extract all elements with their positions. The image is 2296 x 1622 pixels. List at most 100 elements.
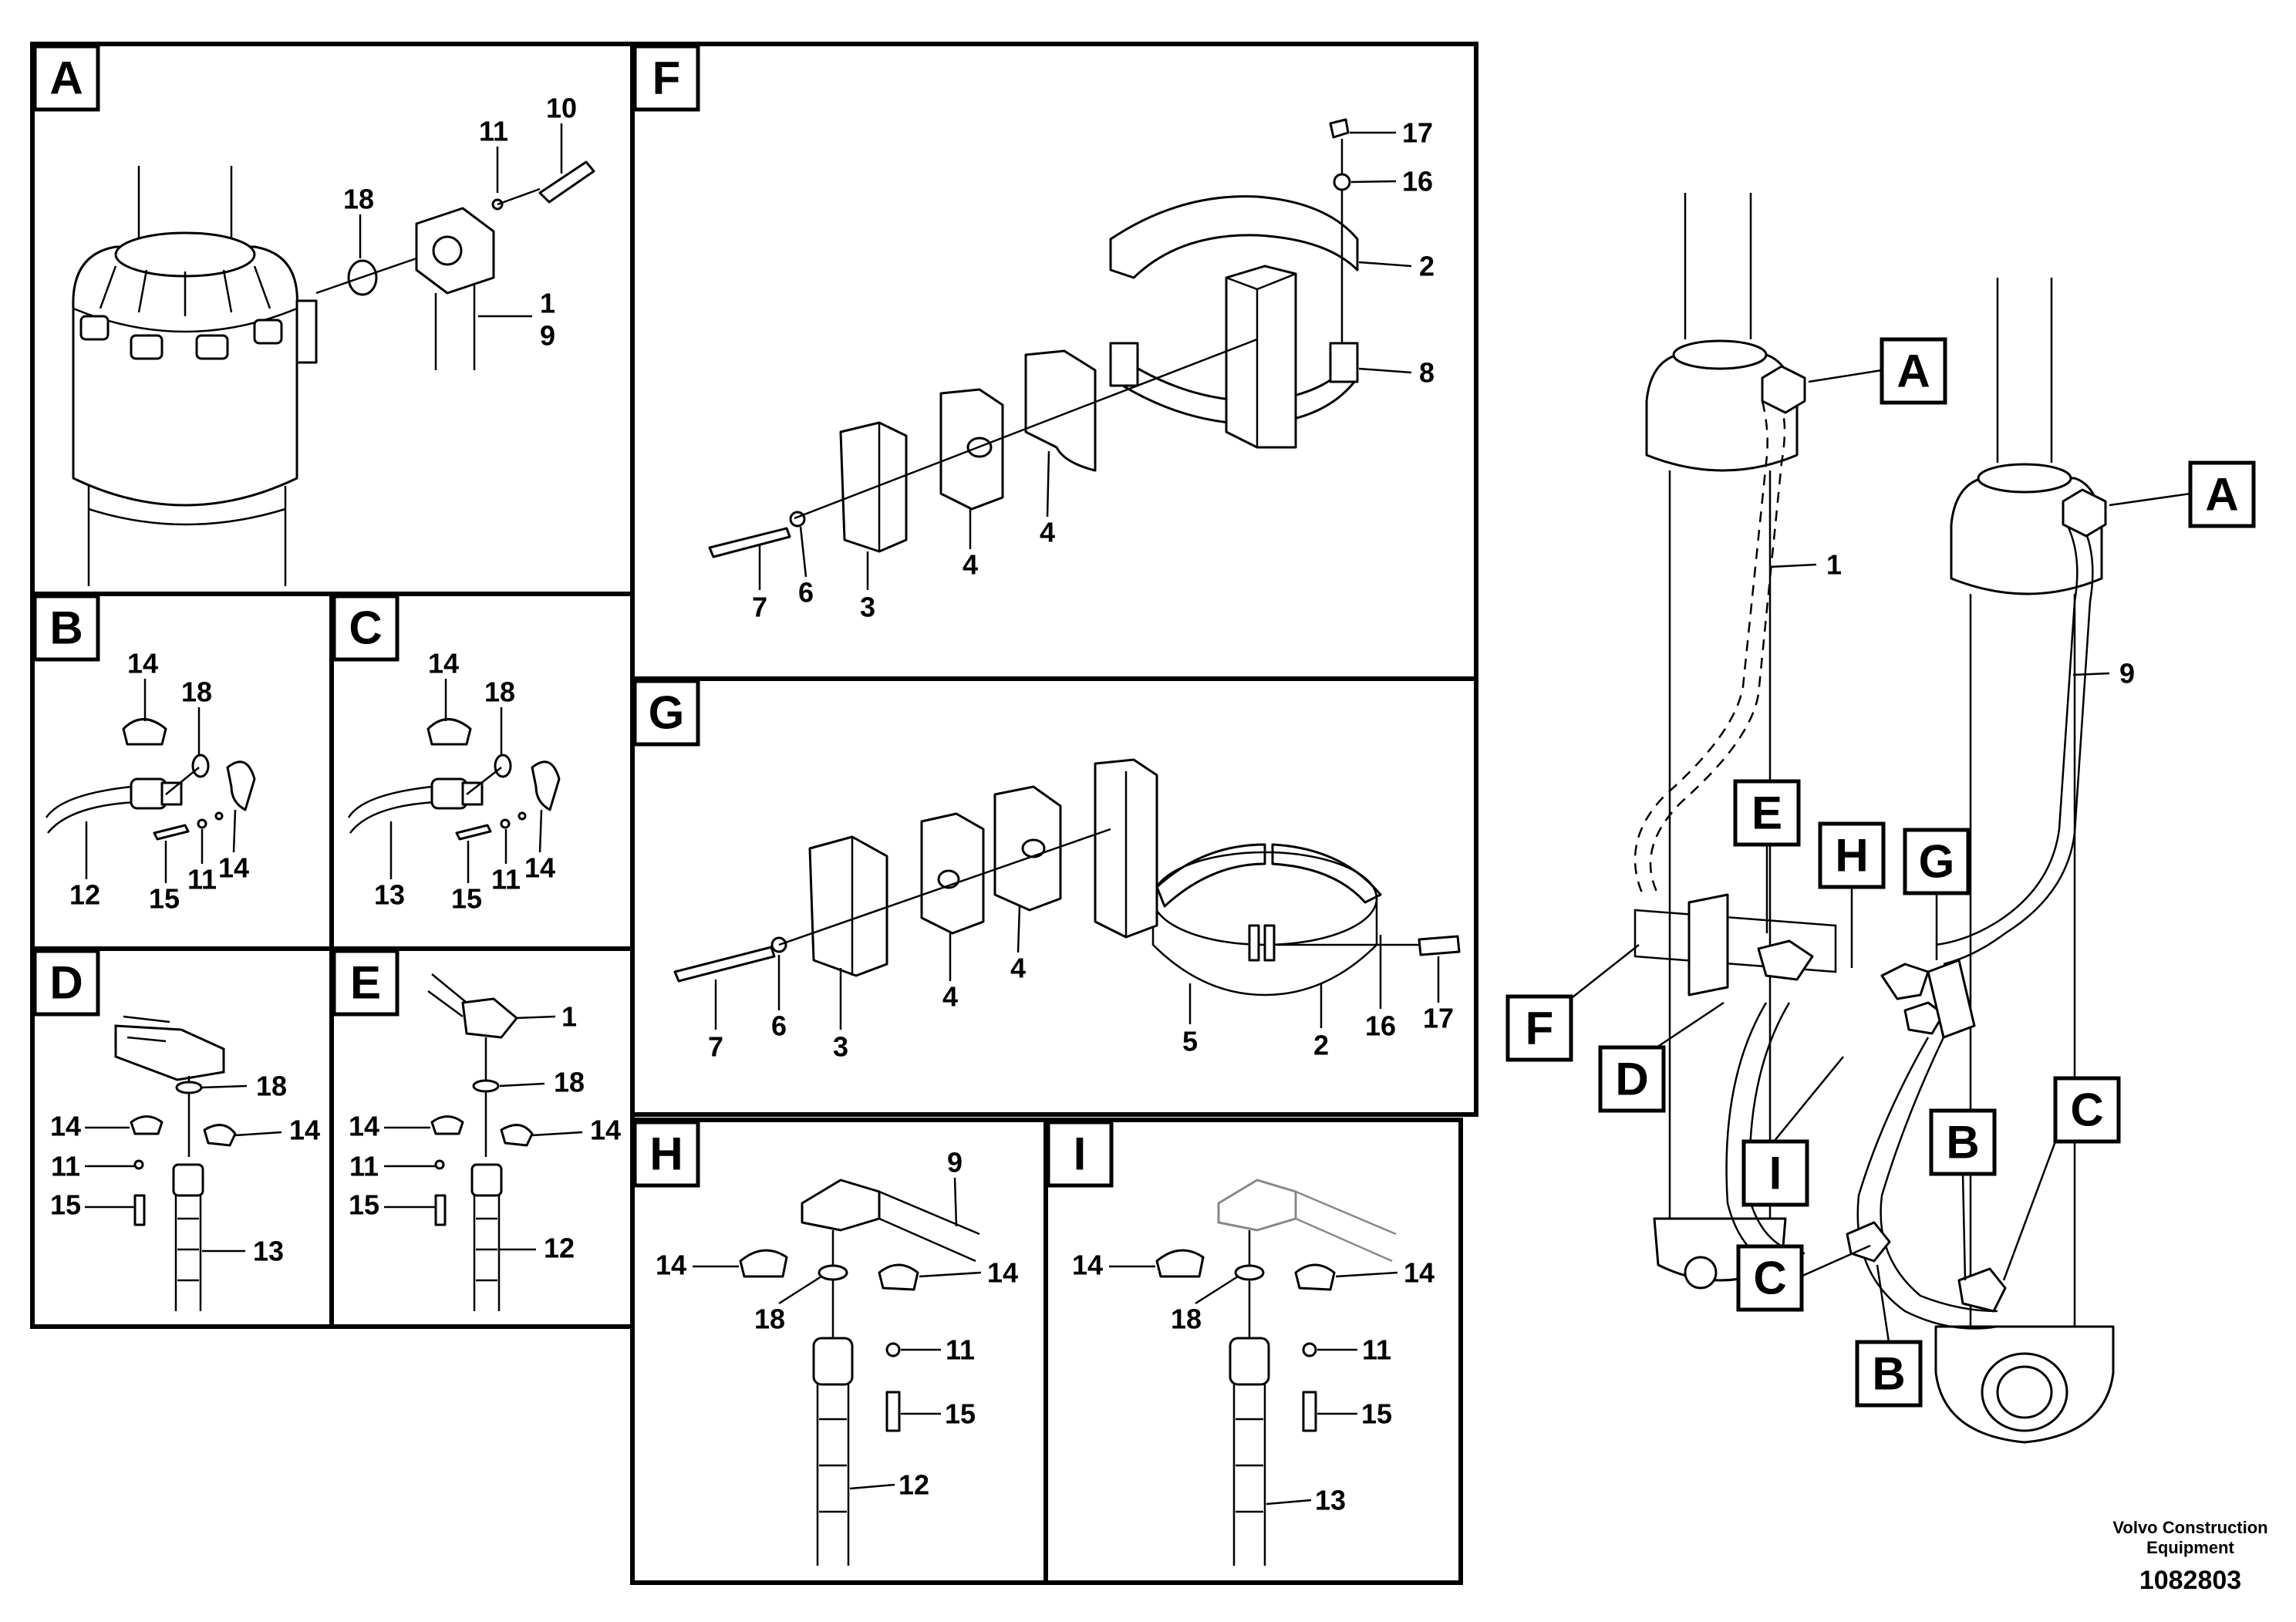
figure-number: 1082803 <box>2139 1566 2241 1595</box>
panel-g-frame <box>630 676 1478 1117</box>
overview-callout-a1: A <box>1808 337 1947 405</box>
callout-4b: 4 <box>1010 953 1026 984</box>
callout-4b: 4 <box>1040 517 1055 548</box>
callout-3: 3 <box>833 1031 848 1063</box>
svg-text:F: F <box>1526 1003 1554 1054</box>
callout-7: 7 <box>752 592 767 623</box>
svg-text:B: B <box>1872 1348 1905 1400</box>
callout-16: 16 <box>1402 166 1433 197</box>
callout-11: 11 <box>491 864 521 895</box>
panel-i-frame <box>1043 1118 1463 1585</box>
callout-2: 2 <box>1313 1030 1329 1061</box>
panel-i-labels: 14 14 18 11 15 13 <box>1072 1249 1435 1516</box>
callout-18: 18 <box>484 676 515 708</box>
svg-text:C: C <box>1753 1253 1786 1304</box>
callout-18: 18 <box>1171 1303 1202 1335</box>
callout-15: 15 <box>1361 1398 1392 1430</box>
callout-18: 18 <box>554 1067 585 1098</box>
callout-11: 11 <box>946 1334 975 1366</box>
svg-text:G: G <box>649 687 685 739</box>
svg-text:C: C <box>349 602 382 654</box>
svg-text:F: F <box>652 52 681 104</box>
overview-callout-b1: B <box>1929 1108 1997 1281</box>
callout-14b: 14 <box>524 852 555 884</box>
callout-1: 1 <box>1826 549 1842 581</box>
overview-callout-c1: C <box>2002 1076 2121 1281</box>
panel-b-labels: 14 18 12 15 11 14 <box>69 648 249 915</box>
overview-callout-i: I <box>1741 1056 1844 1207</box>
panel-i-drawing <box>1155 1179 1397 1566</box>
panel-g-labels: 7 6 3 4 4 5 2 16 17 <box>708 905 1454 1063</box>
panel-a-labels: 10 11 18 1 9 <box>343 93 577 352</box>
callout-9: 9 <box>947 1147 963 1179</box>
callout-18: 18 <box>343 184 374 215</box>
overview-labels: 1 9 <box>1769 549 2135 690</box>
svg-text:E: E <box>350 957 381 1009</box>
panel-f-drawing <box>708 118 1359 558</box>
callout-17: 17 <box>1423 1003 1454 1034</box>
panel-e-tag: E <box>332 949 400 1017</box>
callout-14b: 14 <box>590 1114 621 1146</box>
overview-callout-a2: A <box>2109 460 2256 528</box>
callout-11: 11 <box>1362 1334 1391 1366</box>
panel-e-labels: 1 18 14 14 11 15 12 <box>349 1001 621 1264</box>
panel-h-labels: 9 14 14 18 11 15 12 <box>656 1147 1018 1501</box>
callout-16: 16 <box>1365 1010 1396 1042</box>
svg-text:A: A <box>2205 469 2238 521</box>
footer: Volvo Construction Equipment 1082803 <box>2112 1518 2267 1595</box>
callout-14: 14 <box>428 648 459 679</box>
callout-10: 10 <box>546 93 577 124</box>
svg-text:A: A <box>1896 346 1930 397</box>
callout-15: 15 <box>945 1398 976 1430</box>
overview-callout-h: H <box>1818 821 1886 968</box>
callout-14: 14 <box>50 1111 81 1142</box>
panel-c-drawing <box>347 718 561 841</box>
overview-callout-g: G <box>1903 828 1971 960</box>
callout-13: 13 <box>253 1236 284 1267</box>
callout-5: 5 <box>1182 1026 1198 1057</box>
callout-11: 11 <box>349 1151 379 1182</box>
callout-3: 3 <box>860 592 875 623</box>
svg-text:A: A <box>49 52 83 104</box>
callout-2: 2 <box>1419 251 1435 282</box>
callout-15: 15 <box>50 1189 81 1221</box>
panel-d-tag: D <box>32 949 100 1017</box>
callout-14b: 14 <box>218 852 249 884</box>
panel-c-tag: C <box>332 594 400 662</box>
overview-callout-b2: B <box>1855 1264 1923 1408</box>
overview-callout-c2: C <box>1736 1244 1871 1312</box>
callout-14b: 14 <box>987 1257 1018 1289</box>
callout-8: 8 <box>1419 357 1435 389</box>
svg-text:D: D <box>1615 1054 1648 1105</box>
panel-g-tag: G <box>632 679 700 747</box>
callout-7: 7 <box>708 1031 723 1063</box>
company-name-line2: Equipment <box>2146 1538 2234 1557</box>
callout-9: 9 <box>540 320 555 352</box>
panel-f-labels: 17 16 2 8 7 6 3 4 4 <box>752 117 1435 623</box>
panel-d-drawing <box>114 1015 237 1311</box>
panel-c-labels: 14 18 13 15 11 14 <box>374 648 555 915</box>
callout-1: 1 <box>540 288 555 319</box>
panel-a-tag: A <box>32 44 100 112</box>
callout-18: 18 <box>181 676 212 708</box>
overview-callout-d: D <box>1598 1001 1725 1113</box>
callout-14b: 14 <box>289 1114 320 1146</box>
panel-h-tag: H <box>632 1120 700 1188</box>
panel-a-drawing <box>72 160 595 586</box>
svg-text:B: B <box>1946 1117 1979 1168</box>
svg-text:G: G <box>1919 836 1955 888</box>
callout-18: 18 <box>256 1071 287 1102</box>
panel-e-drawing <box>427 973 534 1311</box>
overview-callout-f: F <box>1505 944 1640 1062</box>
callout-12: 12 <box>69 879 100 911</box>
callout-13: 13 <box>1315 1485 1346 1516</box>
panel-i-tag: I <box>1046 1120 1114 1188</box>
svg-text:I: I <box>1769 1148 1782 1199</box>
callout-12: 12 <box>899 1469 929 1501</box>
callout-18: 18 <box>754 1303 785 1335</box>
svg-text:C: C <box>2070 1084 2103 1136</box>
callout-14: 14 <box>349 1111 379 1142</box>
callout-11: 11 <box>187 864 217 895</box>
svg-text:I: I <box>1074 1128 1087 1180</box>
